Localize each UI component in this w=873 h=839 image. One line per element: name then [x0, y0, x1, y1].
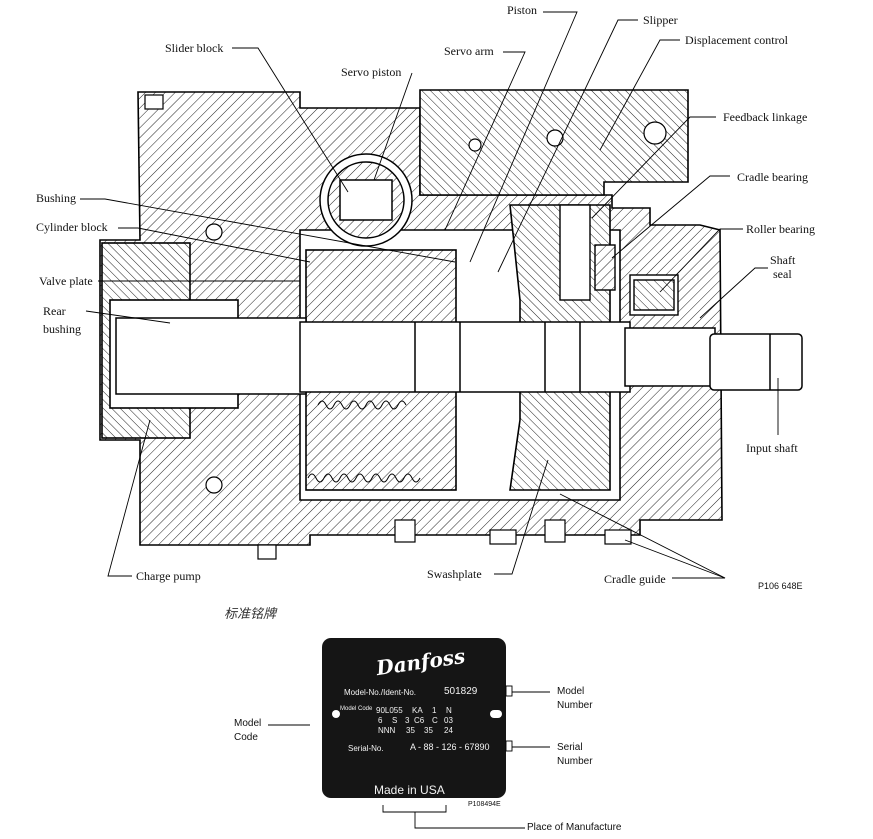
code-row-2-col-2: S — [392, 716, 398, 725]
label-cradle-bearing: Cradle bearing — [737, 170, 808, 184]
label-rear-bushing-line2: bushing — [43, 322, 82, 336]
code-row-3-col-4: 24 — [444, 726, 453, 735]
model-code-label: Model Code — [340, 706, 373, 712]
label-feedback-linkage: Feedback linkage — [723, 110, 808, 124]
callout-serial-number-line1: Serial — [557, 742, 583, 753]
mounting-slot-right — [490, 710, 502, 718]
code-row-3-col-2: 35 — [406, 726, 415, 735]
bearings — [559, 204, 679, 316]
model-no-value: 501829 — [444, 686, 478, 697]
label-swashplate: Swashplate — [427, 567, 482, 581]
label-displacement-control: Displacement control — [685, 33, 788, 47]
label-servo-piston: Servo piston — [341, 65, 402, 79]
label-rear-bushing-line1: Rear — [43, 304, 66, 318]
servo-piston — [319, 153, 413, 247]
code-row-1-col-1: 90L055 — [376, 706, 403, 715]
label-cylinder-block: Cylinder block — [36, 220, 108, 234]
label-charge-pump: Charge pump — [136, 569, 201, 583]
code-row-1-col-4: N — [446, 706, 452, 715]
code-row-2-col-4: C6 — [414, 716, 425, 725]
label-slipper: Slipper — [643, 13, 678, 27]
label-bushing: Bushing — [36, 191, 77, 205]
leader-lines — [80, 11, 779, 579]
label-piston: Piston — [507, 3, 538, 17]
label-roller-bearing: Roller bearing — [746, 222, 815, 236]
callout-model-code-line2: Code — [234, 732, 258, 743]
code-row-2-col-5: C — [432, 716, 438, 725]
label-input-shaft: Input shaft — [746, 441, 798, 455]
callout-model-code-line1: Model — [234, 718, 262, 729]
code-row-1-col-3: 1 — [432, 706, 437, 715]
springs — [307, 400, 421, 483]
label-valve-plate: Valve plate — [39, 274, 93, 288]
nameplate: Danfoss Model-No./Ident-No. 501829 Model… — [322, 638, 506, 798]
code-row-2-col-3: 3 — [405, 716, 410, 725]
callout-serial-number-line2: Number — [557, 756, 593, 767]
code-row-1-col-2: KA — [412, 706, 423, 715]
input-shaft — [115, 317, 803, 395]
figure-code: P106 648E — [758, 581, 803, 591]
code-row-2-col-6: 03 — [444, 716, 453, 725]
label-slider-block: Slider block — [165, 41, 224, 55]
model-no-label: Model-No./Ident-No. — [344, 688, 417, 697]
mounting-hole-left — [332, 710, 340, 718]
nameplate-leaders — [268, 691, 550, 829]
callout-model-number-line1: Model — [557, 686, 585, 697]
plate-code: P108494E — [468, 801, 501, 808]
label-cradle-guide: Cradle guide — [604, 572, 666, 586]
callout-place-of-manufacture: Place of Manufacture — [527, 822, 622, 833]
serial-no-label: Serial-No. — [348, 744, 384, 753]
code-row-2-col-1: 6 — [378, 716, 383, 725]
callout-model-number-line2: Number — [557, 700, 593, 711]
nameplate-section-title: 标准铭牌 — [224, 607, 277, 622]
serial-no-value: A - 88 - 126 - 67890 — [410, 742, 490, 752]
label-shaft-seal-line2: seal — [773, 267, 792, 281]
label-shaft-seal-line1: Shaft — [770, 253, 796, 267]
code-row-3-col-3: 35 — [424, 726, 433, 735]
made-in-text: Made in USA — [374, 783, 445, 797]
bolts — [144, 94, 667, 560]
code-row-3-col-1: NNN — [378, 726, 396, 735]
label-servo-arm: Servo arm — [444, 44, 494, 58]
